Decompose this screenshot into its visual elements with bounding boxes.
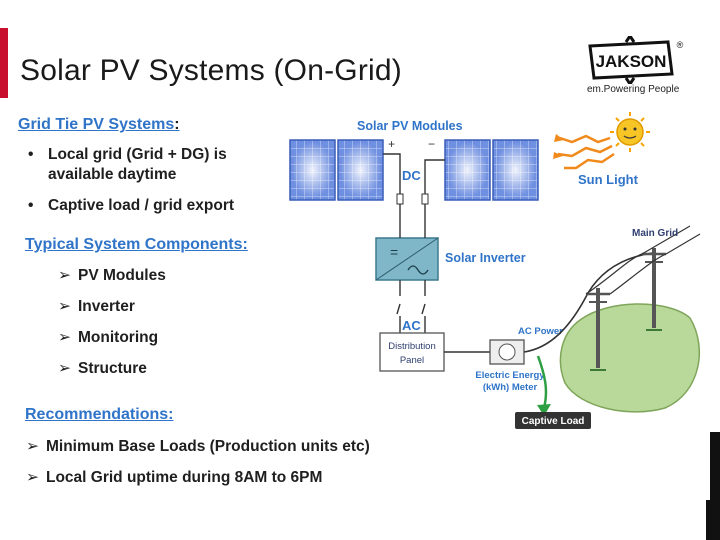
slide-content: Grid Tie PV Systems: • Local grid (Grid … (10, 108, 710, 500)
grid-tie-heading-colon: : (174, 116, 180, 133)
distribution-panel (379, 332, 445, 372)
arrow-bullet-icon: ➢ (26, 469, 39, 486)
pv-module-shine (495, 142, 536, 198)
ray-arrowhead (553, 152, 563, 159)
arrow-bullet-icon: ➢ (58, 298, 71, 315)
jakson-logo: JAKSON ® em.Powering People (586, 33, 686, 100)
dc-wiring (383, 153, 445, 216)
ac-label: AC (402, 318, 421, 333)
meter-label-line-1: Electric Energy (475, 370, 545, 381)
dc-fuse (421, 193, 429, 205)
panel-label-line-1: Distribution (388, 341, 436, 352)
slide-title: Solar PV Systems (On-Grid) (20, 54, 402, 87)
arrow-bullet-icon: ➢ (58, 360, 71, 377)
recommendation-text: Minimum Base Loads (Production units etc… (46, 438, 370, 455)
component-text: Structure (78, 360, 147, 377)
jakson-logo-mark: JAKSON ® (588, 33, 684, 87)
ray-arrowhead (554, 134, 564, 142)
inverter-dc-input (399, 216, 426, 238)
sun-icon (610, 112, 650, 152)
component-text: Inverter (78, 298, 135, 315)
arrow-bullet-icon: ➢ (26, 438, 39, 455)
title-accent-bar (0, 28, 8, 98)
arrow-bullet-icon: ➢ (58, 267, 71, 284)
meter-label-line-2: (kWh) Meter (483, 382, 538, 393)
bullet-text: Captive load / grid export (48, 197, 235, 214)
captive-load-box (515, 412, 591, 429)
component-text: PV Modules (78, 267, 166, 284)
recommendations-heading: Recommendations: (25, 406, 174, 423)
component-text: Monitoring (78, 329, 159, 346)
logo-brand-text: JAKSON (596, 52, 667, 71)
modules-label: Solar PV Modules (357, 119, 463, 133)
captive-load-arrowhead (537, 404, 551, 416)
grid-tie-heading-text: Grid Tie PV Systems (18, 116, 175, 133)
bullet-marker: • (28, 197, 34, 214)
inverter-ac-symbol (407, 265, 429, 275)
panel-label-line-2: Panel (400, 355, 424, 366)
bullet-marker: • (28, 146, 34, 163)
ac-switch-wiring (396, 280, 426, 333)
recommendation-text: Local Grid uptime during 8AM to 6PM (46, 469, 323, 486)
plus-sign: + (388, 137, 395, 151)
main-grid-label: Main Grid (632, 228, 678, 239)
inverter-label: Solar Inverter (445, 251, 526, 265)
pv-module-shine (340, 142, 381, 198)
pv-module-shine (447, 142, 488, 198)
dc-fuse (396, 193, 404, 205)
ac-power-label: AC Power (518, 326, 563, 337)
bullet-text-line-1: Local grid (Grid + DG) is (48, 146, 227, 163)
sun-light-label: Sun Light (578, 172, 639, 187)
dc-label: DC (402, 168, 421, 183)
captive-load-arrow (536, 355, 548, 409)
bullet-text-line-2: available daytime (48, 166, 177, 183)
inverter-divider (375, 237, 439, 281)
logo-registered-mark: ® (677, 40, 684, 50)
arrow-bullet-icon: ➢ (58, 329, 71, 346)
pv-modules (289, 139, 539, 201)
logo-tagline: em.Powering People (587, 84, 680, 95)
on-grid-system-diagram: Solar PV Modules + − DC Sun Ligh (289, 112, 701, 429)
captive-load-label: Captive Load (522, 416, 585, 427)
sun-rays (557, 134, 615, 170)
inverter-dc-symbol: = (390, 244, 398, 260)
grid-ground-area (559, 303, 701, 413)
pv-module-shine (292, 142, 333, 198)
meter-dial (498, 343, 516, 361)
utility-poles (585, 225, 701, 371)
minus-sign: − (428, 137, 435, 151)
grid-tie-heading: Grid Tie PV Systems: (18, 116, 180, 134)
components-heading: Typical System Components: (25, 236, 248, 253)
